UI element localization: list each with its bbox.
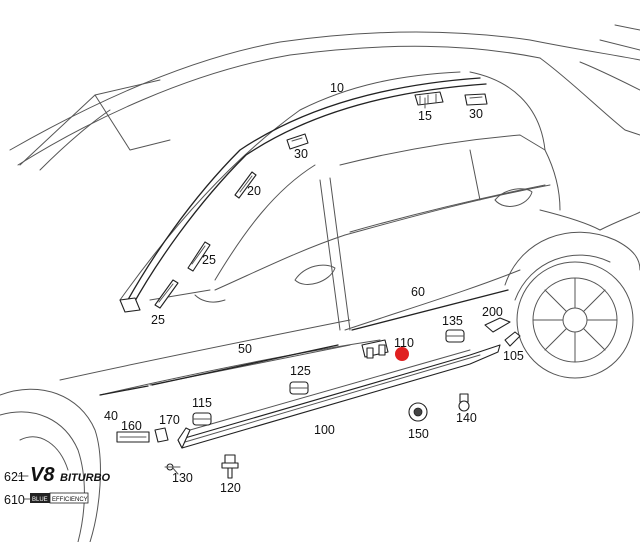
screw-130 — [164, 463, 181, 471]
badge-blue-text: BLUE — [32, 497, 48, 503]
trim-strip-20 — [234, 171, 257, 199]
door-molding-50 — [151, 344, 339, 386]
badge-v8-text: V8 — [30, 464, 55, 486]
car-body-outline — [0, 24, 640, 542]
emblem-160 — [116, 431, 150, 443]
clip-15 — [414, 91, 444, 106]
clip-30-roof — [464, 93, 488, 106]
badge-v8-biturbo: V8 BITURBO — [30, 464, 111, 486]
callout-610: 610 — [4, 493, 25, 507]
callout-150: 150 — [408, 427, 429, 441]
callout-621: 621 — [4, 470, 25, 484]
grommet-150 — [408, 402, 428, 422]
callout-140: 140 — [456, 411, 477, 425]
callout-25-upper: 25 — [202, 253, 216, 267]
callout-labels: 10 15 30 30 20 25 25 60 50 40 200 135 11… — [4, 81, 524, 507]
bracket-170 — [154, 427, 169, 443]
callout-125: 125 — [290, 364, 311, 378]
callout-120: 120 — [220, 481, 241, 495]
bolt-120 — [221, 454, 239, 479]
callout-30-a-pillar: 30 — [294, 147, 308, 161]
highlight-marker[interactable] — [395, 347, 409, 361]
end-cap-200 — [484, 317, 511, 333]
clip-110 — [361, 339, 389, 359]
callout-105: 105 — [503, 349, 524, 363]
callout-160: 160 — [121, 419, 142, 433]
badge-biturbo-text: BITURBO — [60, 472, 111, 484]
callout-15: 15 — [418, 109, 432, 123]
clip-30-a — [286, 133, 309, 150]
callout-20: 20 — [247, 184, 261, 198]
callout-100: 100 — [314, 423, 335, 437]
callout-30-roof: 30 — [469, 107, 483, 121]
door-molding-40 — [99, 385, 149, 396]
callout-10: 10 — [330, 81, 344, 95]
badge-efficiency-text: EFFICIENCY — [52, 497, 88, 503]
callout-135: 135 — [442, 314, 463, 328]
door-molding-60 — [351, 289, 509, 331]
callout-110: 110 — [394, 336, 414, 350]
roof-molding — [119, 77, 487, 313]
leader-lines — [17, 97, 426, 500]
trim-strip-25-lower — [154, 279, 179, 309]
callout-25-lower: 25 — [151, 313, 165, 327]
callout-130: 130 — [172, 471, 193, 485]
callout-200: 200 — [482, 305, 503, 319]
callout-40: 40 — [104, 409, 118, 423]
bracket-105 — [504, 331, 521, 347]
callout-170: 170 — [159, 413, 180, 427]
retainer-135 — [445, 329, 465, 343]
retainer-125 — [289, 381, 309, 395]
trim-strip-25-upper — [187, 241, 211, 272]
callout-115: 115 — [192, 396, 212, 410]
sill-panel-100 — [177, 344, 501, 449]
callout-50: 50 — [238, 342, 252, 356]
callout-60: 60 — [411, 285, 425, 299]
screw-140 — [458, 393, 470, 412]
retainer-115 — [192, 412, 212, 426]
badge-blue-efficiency: BLUE EFFICIENCY — [30, 492, 89, 504]
